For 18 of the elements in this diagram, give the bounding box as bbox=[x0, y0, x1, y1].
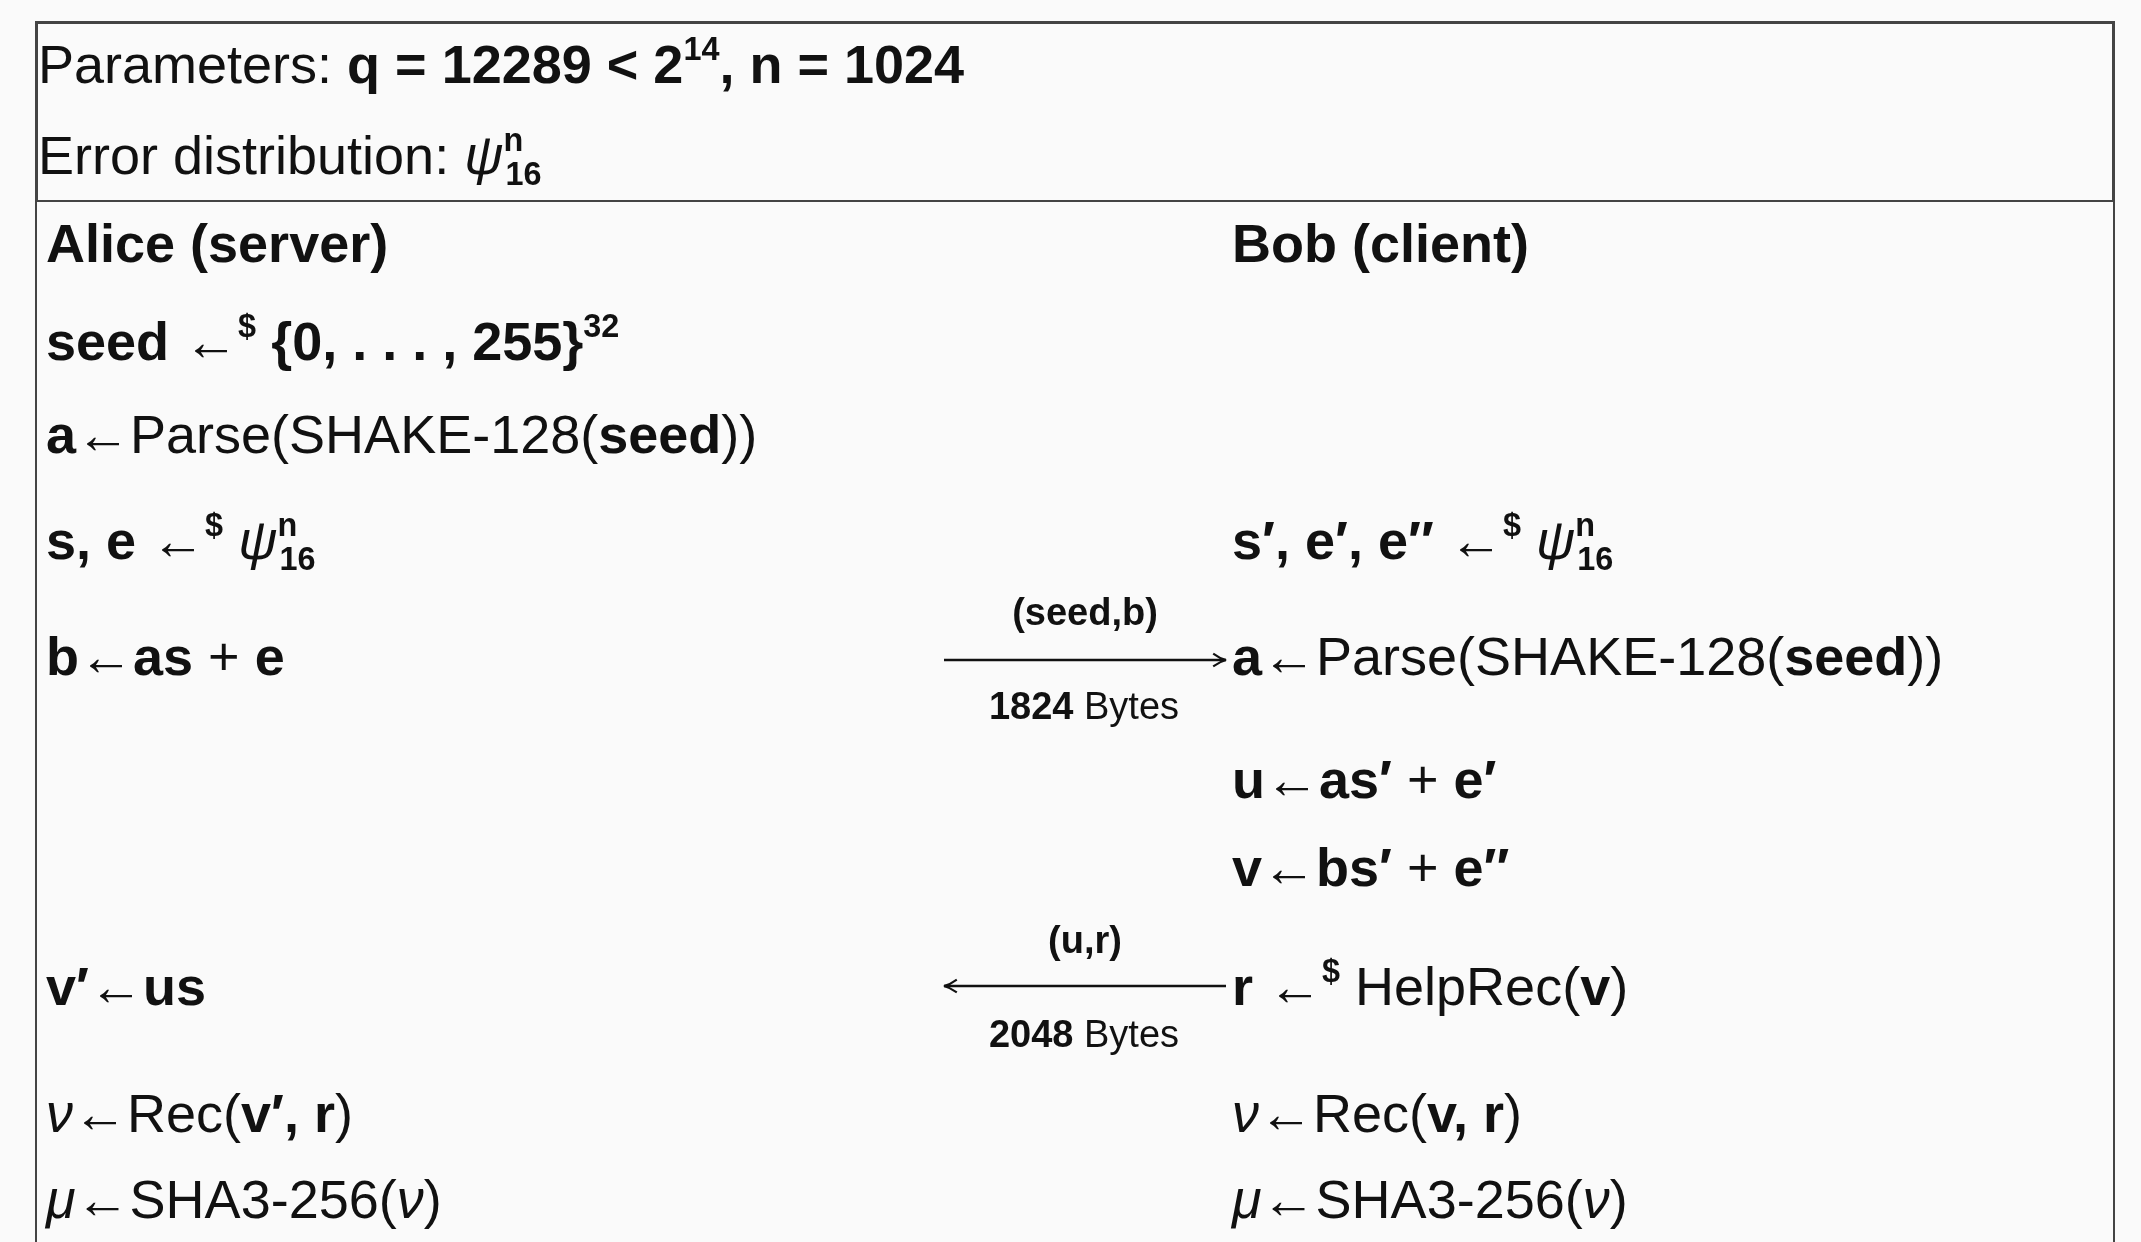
protocol-step: v←bs′ + e″ bbox=[1232, 832, 1510, 902]
parameters-panel bbox=[36, 22, 2114, 202]
party-heading: Alice (server) bbox=[46, 212, 389, 275]
protocol-step: ν←Rec(v, r) bbox=[1232, 1078, 1523, 1148]
message-size: 1824 Bytes bbox=[988, 684, 1180, 728]
protocol-step: u←as′ + e′ bbox=[1232, 744, 1497, 814]
protocol-step: μ←SHA3-256(ν) bbox=[1232, 1164, 1628, 1234]
protocol-step: μ←SHA3-256(ν) bbox=[46, 1164, 442, 1234]
protocol-step: r ←$^{$}$ HelpRec(v) bbox=[1232, 951, 1629, 1021]
protocol-step: v′←us bbox=[46, 951, 206, 1021]
parameter-text: Parameters: q = 12289 < 2$^{14}$, n = 1024 bbox=[38, 30, 965, 96]
protocol-step: seed ←$^{$}$ {0, . . . , 255}$^{32}$ bbox=[46, 306, 620, 376]
protocol-step: ν←Rec(v′, r) bbox=[46, 1078, 353, 1148]
message-size: 2048 Bytes bbox=[988, 1012, 1180, 1056]
protocol-step: b←as + e bbox=[46, 621, 285, 691]
party-heading: Bob (client) bbox=[1232, 212, 1529, 275]
protocol-step: a←Parse(SHAKE-128(seed)) bbox=[46, 399, 758, 469]
protocol-step: a←Parse(SHAKE-128(seed)) bbox=[1232, 621, 1944, 691]
